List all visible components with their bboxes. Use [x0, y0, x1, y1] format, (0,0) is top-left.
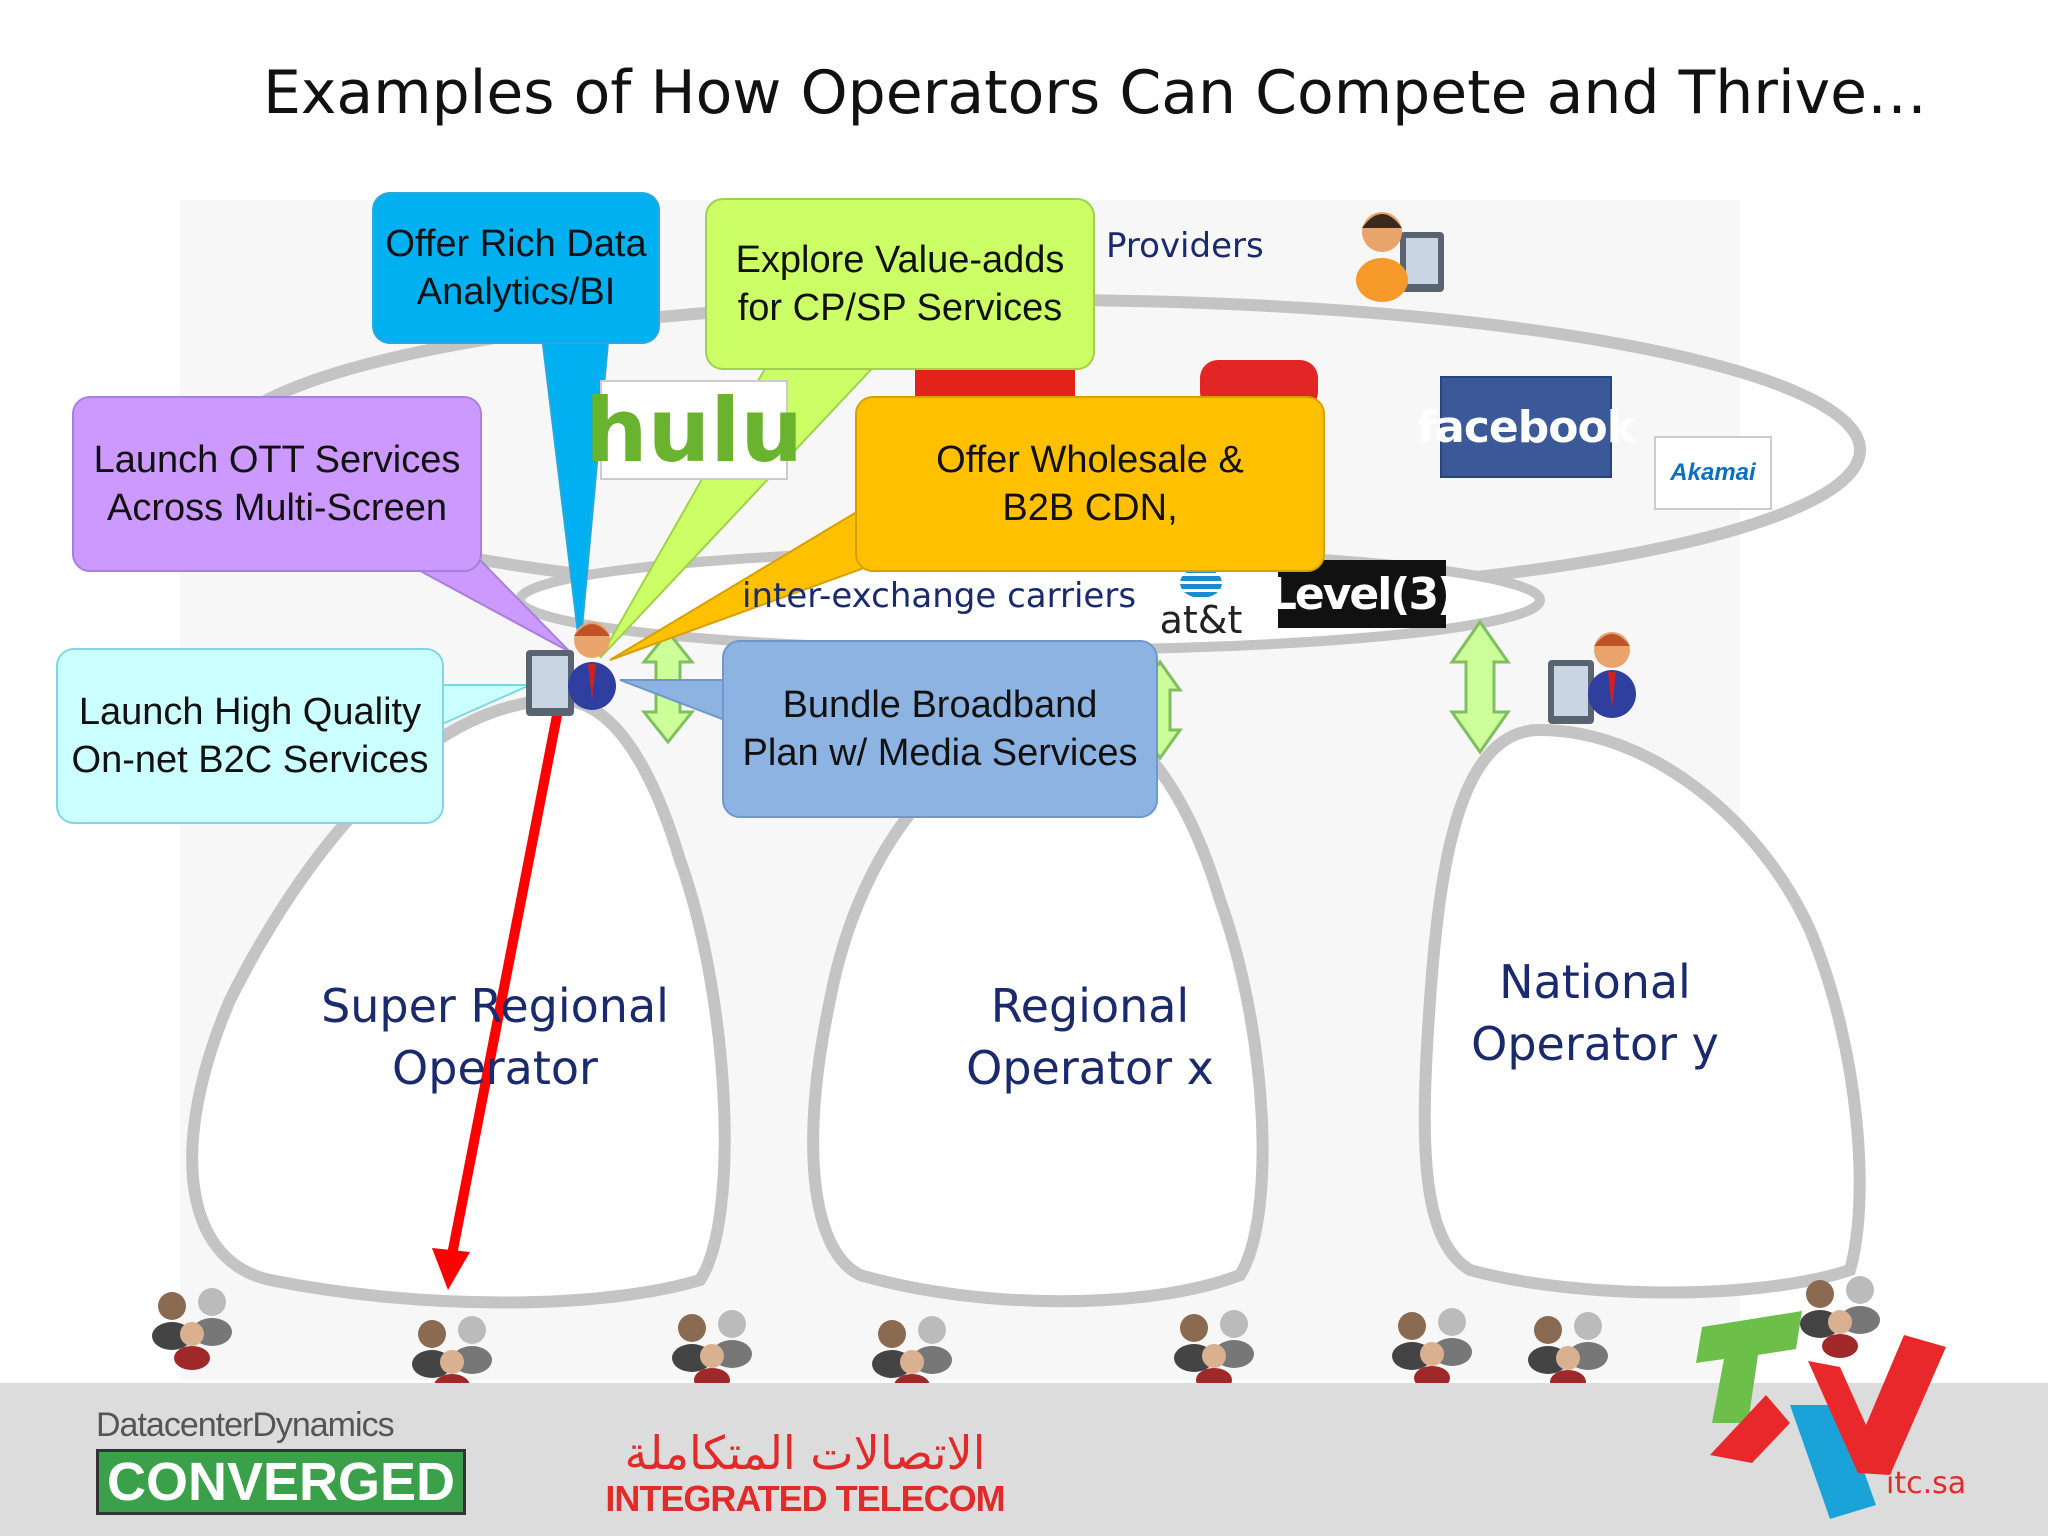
callout-value-adds: Explore Value-adds for CP/SP Services — [705, 198, 1095, 370]
subscriber-group-icon-1 — [152, 1288, 232, 1370]
itc-logo-red-shape-right — [1808, 1335, 1946, 1475]
national-operator-line-2: Operator y — [1471, 1017, 1719, 1071]
regional-cloud — [807, 713, 1269, 1308]
super-regional-operator-line-1: Super Regional — [321, 979, 669, 1033]
callout-ott-line-2: Across Multi-Screen — [107, 487, 447, 529]
regional-operator-line-2: Operator x — [966, 1041, 1214, 1095]
itc-logo-blue-shape — [1790, 1405, 1876, 1519]
integrated-telecom-arabic: الاتصالات المتكاملة — [624, 1426, 986, 1480]
callout-wholesale: Offer Wholesale & B2B CDN, — [855, 396, 1325, 572]
subscriber-group-icon-3 — [672, 1310, 752, 1392]
provider-user-icon — [1356, 212, 1444, 302]
akamai-logo-text: Akamai — [1670, 459, 1756, 486]
subscriber-group-icon-7 — [1528, 1312, 1608, 1394]
callout-wholesale-line-2: B2B CDN, — [1002, 487, 1178, 529]
regional-operator-label: Regional Operator x — [950, 975, 1230, 1099]
operator-user-icon-super-regional — [526, 622, 616, 716]
att-logo: at&t — [1158, 560, 1244, 650]
subscriber-group-icon-8 — [1800, 1276, 1880, 1358]
callout-value-adds-line-2: for CP/SP Services — [737, 287, 1063, 329]
itc-logo-green-shape — [1696, 1311, 1802, 1423]
operator-user-icon-national — [1548, 632, 1636, 724]
hulu-logo-text: hulu — [584, 378, 804, 482]
callout-value-adds-line-1: Explore Value-adds — [735, 239, 1065, 281]
interexchange-label: inter-exchange carriers — [742, 576, 1137, 616]
national-cloud — [1418, 723, 1866, 1299]
itc-logo-red-shape-left — [1710, 1395, 1790, 1463]
callout-b2c-line-1: Launch High Quality — [78, 691, 422, 733]
callout-ott-line-1: Launch OTT Services — [93, 439, 461, 481]
callout-wholesale-line-1: Offer Wholesale & — [936, 439, 1244, 481]
callout-rich-data: Offer Rich Data Analytics/BI — [372, 192, 660, 344]
callout-bundle-line-2: Plan w/ Media Services — [742, 732, 1138, 774]
callout-rich-data-line-2: Analytics/BI — [416, 271, 616, 313]
callout-b2c: Launch High Quality On-net B2C Services — [56, 648, 444, 824]
national-operator-line-1: National — [1499, 955, 1691, 1009]
subscriber-group-icon-6 — [1392, 1308, 1472, 1390]
super-regional-operator-line-2: Operator — [392, 1041, 598, 1095]
providers-label: Providers — [1106, 226, 1264, 266]
integrated-telecom-logo: الاتصالات المتكاملة INTEGRATED TELECOM — [585, 1428, 1025, 1520]
dcd-logo-bottom-text: CONVERGED — [96, 1449, 467, 1515]
dcd-logo-top-text: DatacenterDynamics — [96, 1406, 395, 1444]
regional-operator-line-1: Regional — [990, 979, 1190, 1033]
itc-site-text: itc.sa — [1886, 1466, 1967, 1501]
dcd-logo: DatacenterDynamics CONVERGED — [96, 1406, 467, 1515]
callout-ott: Launch OTT Services Across Multi-Screen — [72, 396, 482, 572]
att-logo-text: at&t — [1159, 598, 1243, 642]
national-operator-label: National Operator y — [1460, 951, 1730, 1075]
callout-b2c-line-2: On-net B2C Services — [71, 739, 429, 781]
level3-logo: Level(3) — [1269, 560, 1457, 628]
subscriber-group-icon-5 — [1174, 1310, 1254, 1392]
integrated-telecom-english: INTEGRATED TELECOM — [605, 1478, 1005, 1519]
page-title: Examples of How Operators Can Compete an… — [262, 58, 1928, 128]
hulu-logo: hulu — [585, 379, 803, 482]
att-globe-icon — [1180, 568, 1222, 598]
super-regional-operator-label: Super Regional Operator — [320, 975, 670, 1099]
super-regional-cloud — [186, 693, 731, 1309]
facebook-logo-text: facebook — [1417, 401, 1636, 453]
level3-logo-text: Level(3) — [1268, 568, 1457, 620]
akamai-logo: Akamai — [1654, 436, 1772, 510]
delivery-arrow-head — [432, 1248, 470, 1290]
callout-bundle-line-1: Bundle Broadband — [782, 684, 1098, 726]
callout-bundle: Bundle Broadband Plan w/ Media Services — [722, 640, 1158, 818]
delivery-arrow-line — [447, 699, 565, 1256]
link-arrow-national — [1449, 619, 1511, 755]
callout-rich-data-line-1: Offer Rich Data — [385, 223, 647, 265]
facebook-logo: facebook — [1417, 376, 1636, 478]
itc-logo-mark — [1696, 1311, 1946, 1519]
